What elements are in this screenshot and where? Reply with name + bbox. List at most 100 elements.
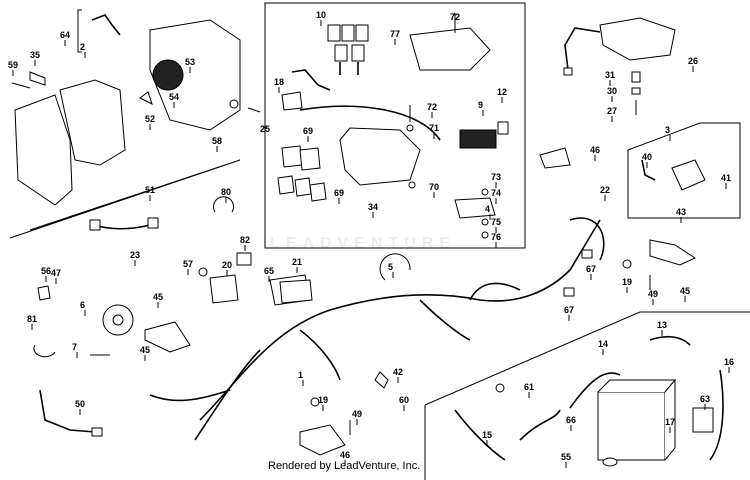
- callout-4: 4: [485, 204, 490, 214]
- callout-3: 3: [665, 125, 670, 135]
- callout-71: 71: [429, 123, 439, 133]
- taillight-plug: [563, 67, 573, 76]
- callout-52: 52: [145, 114, 155, 124]
- cable-13: [649, 335, 691, 346]
- callout-14: 14: [598, 339, 608, 349]
- connector-23b: [147, 217, 159, 229]
- harness-23: [94, 224, 151, 230]
- callout-58: 58: [212, 136, 222, 146]
- wire-50: [39, 389, 96, 433]
- relay-10d: [334, 44, 348, 62]
- connector-64: [91, 14, 121, 36]
- wire-22: [569, 217, 605, 261]
- bulb-cap-53: [152, 59, 184, 91]
- callout-60: 60: [399, 395, 409, 405]
- callout-69: 69: [334, 188, 344, 198]
- credit-text: Rendered by LeadVenture, Inc.: [268, 460, 421, 472]
- relay-69b: [299, 147, 321, 171]
- callout-57: 57: [183, 259, 193, 269]
- grommet-30: [631, 87, 641, 95]
- nut-19-left: [310, 397, 320, 407]
- callout-56: 56: [41, 266, 51, 276]
- callout-81: 81: [27, 314, 37, 324]
- callout-17: 17: [665, 417, 675, 427]
- callout-1: 1: [298, 370, 303, 380]
- nut-57: [198, 267, 208, 277]
- bracket-34: [339, 127, 421, 186]
- nut-61: [495, 383, 505, 393]
- callout-23: 23: [130, 250, 140, 260]
- harness-branch-c: [419, 299, 471, 341]
- relay-69c: [277, 175, 295, 195]
- callout-2: 2: [80, 42, 85, 52]
- callout-67: 67: [564, 305, 574, 315]
- callout-49: 49: [648, 289, 658, 299]
- callout-47: 47: [51, 268, 61, 278]
- callout-76: 76: [491, 232, 501, 242]
- bulb-52: [139, 91, 153, 105]
- callout-5: 5: [388, 262, 393, 272]
- callout-45: 45: [680, 286, 690, 296]
- callout-46: 46: [340, 450, 350, 460]
- callout-30: 30: [607, 86, 617, 96]
- clip-80: [213, 196, 234, 213]
- callout-19: 19: [318, 395, 328, 405]
- callout-77: 77: [390, 29, 400, 39]
- connector-67b: [563, 287, 575, 297]
- callout-9: 9: [478, 100, 483, 110]
- callout-65: 65: [264, 266, 274, 276]
- relay-69d: [294, 177, 312, 197]
- callout-41: 41: [721, 173, 731, 183]
- main-harness-1: [199, 219, 601, 421]
- headlight-housing: [59, 79, 126, 166]
- leader-lines: [12, 20, 730, 468]
- callout-61: 61: [524, 382, 534, 392]
- bracket-64: [77, 9, 82, 53]
- screw-59: [11, 82, 31, 89]
- relay-10c: [355, 24, 369, 42]
- harness-top-arc: [299, 105, 441, 141]
- turn-signal-3: [671, 159, 706, 191]
- callout-63: 63: [700, 394, 710, 404]
- callout-10: 10: [316, 10, 326, 20]
- callout-51: 51: [145, 185, 155, 195]
- callout-69: 69: [303, 126, 313, 136]
- callout-7: 7: [72, 342, 77, 352]
- turn-signal-46-front: [299, 424, 346, 456]
- callout-55: 55: [561, 452, 571, 462]
- grommet-58: [229, 99, 239, 109]
- callout-73: 73: [491, 172, 501, 182]
- callout-70: 70: [429, 182, 439, 192]
- callout-27: 27: [607, 106, 617, 116]
- callout-66: 66: [566, 415, 576, 425]
- callout-18: 18: [274, 77, 284, 87]
- callout-74: 74: [491, 188, 501, 198]
- turn-signal-46-rear: [539, 147, 571, 169]
- callout-54: 54: [169, 92, 179, 102]
- battery-group-outline: [424, 311, 750, 480]
- cable-15: [454, 409, 506, 461]
- clamp-81: [33, 344, 56, 358]
- battery-17: [597, 391, 666, 461]
- callout-59: 59: [8, 60, 18, 70]
- callout-19: 19: [622, 277, 632, 287]
- connector-23a: [89, 219, 101, 231]
- cable-66: [519, 409, 561, 441]
- callout-49: 49: [352, 409, 362, 419]
- ecu-cover-77: [409, 27, 491, 71]
- callout-42: 42: [393, 367, 403, 377]
- harness-branch-a: [194, 349, 261, 441]
- nut-19-right: [622, 259, 632, 269]
- relay-69a: [281, 145, 303, 168]
- relay-10e: [351, 44, 365, 62]
- callout-53: 53: [185, 57, 195, 67]
- module-21: [279, 279, 313, 304]
- relay-10a: [327, 24, 341, 42]
- callout-34: 34: [368, 202, 378, 212]
- washer-71: [406, 124, 414, 132]
- callout-72: 72: [450, 12, 460, 22]
- regulator-9: [459, 129, 497, 149]
- spacer-31: [631, 71, 641, 83]
- washer-76: [481, 231, 489, 239]
